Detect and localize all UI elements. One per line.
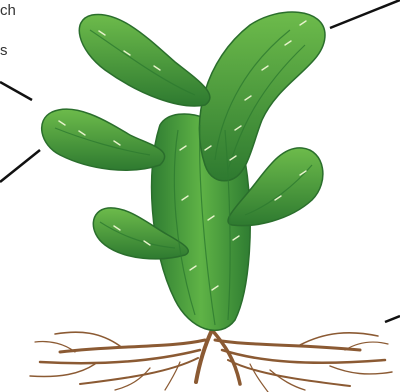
- root-system: [30, 330, 392, 392]
- leader-line-left-upper: [0, 82, 32, 100]
- leader-line-left-lower: [0, 150, 40, 182]
- cactus-illustration: [42, 12, 325, 330]
- leader-line-bottom-right: [385, 316, 400, 322]
- leader-line-top-right: [330, 0, 400, 28]
